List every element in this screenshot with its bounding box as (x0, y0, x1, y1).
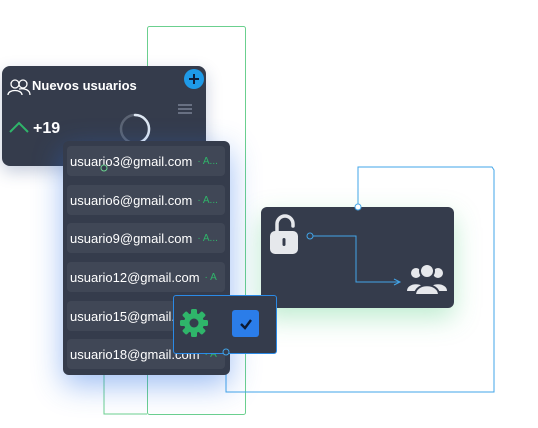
card-title: Nuevos usuarios (32, 78, 137, 93)
connector-dot (354, 203, 362, 211)
gear-icon[interactable] (179, 308, 209, 338)
connector-dot (222, 348, 230, 356)
user-status: · A... (197, 232, 218, 244)
connector-dot (306, 232, 314, 240)
user-status: · A... (197, 155, 218, 167)
add-user-button[interactable] (184, 69, 204, 89)
user-email: usuario6@gmail.com (70, 192, 193, 208)
user-email: usuario15@gmail.com (70, 308, 200, 324)
menu-icon[interactable] (178, 104, 192, 114)
check-icon (239, 318, 252, 330)
settings-popover (173, 295, 277, 354)
user-email: usuario3@gmail.com (70, 153, 193, 169)
add-icon (189, 74, 199, 84)
trend-up-icon (9, 121, 29, 133)
connector-dot (100, 164, 108, 172)
user-status: · A (204, 271, 217, 283)
list-item[interactable]: usuario3@gmail.com · A... (67, 146, 225, 176)
new-users-count: +19 (33, 120, 61, 137)
arrow-head (393, 278, 402, 286)
confirm-button[interactable] (232, 310, 259, 337)
user-email: usuario9@gmail.com (70, 230, 193, 246)
users-group-icon (407, 263, 447, 296)
user-email-list: usuario3@gmail.com · A... usuario6@gmail… (63, 141, 230, 375)
user-email: usuario12@gmail.com (70, 269, 200, 285)
lock-to-users-connector (310, 235, 400, 283)
users-group-icon (7, 79, 31, 96)
list-item[interactable]: usuario9@gmail.com · A... (67, 223, 225, 253)
list-item[interactable]: usuario12@gmail.com · A (67, 262, 225, 292)
list-item[interactable]: usuario6@gmail.com · A... (67, 185, 225, 215)
blue-frame (225, 166, 495, 393)
user-email: usuario18@gmail.com (70, 346, 200, 362)
security-card (261, 207, 454, 308)
lock-open-icon (270, 214, 298, 254)
user-status: · A (204, 348, 217, 360)
user-status: · A... (197, 194, 218, 206)
